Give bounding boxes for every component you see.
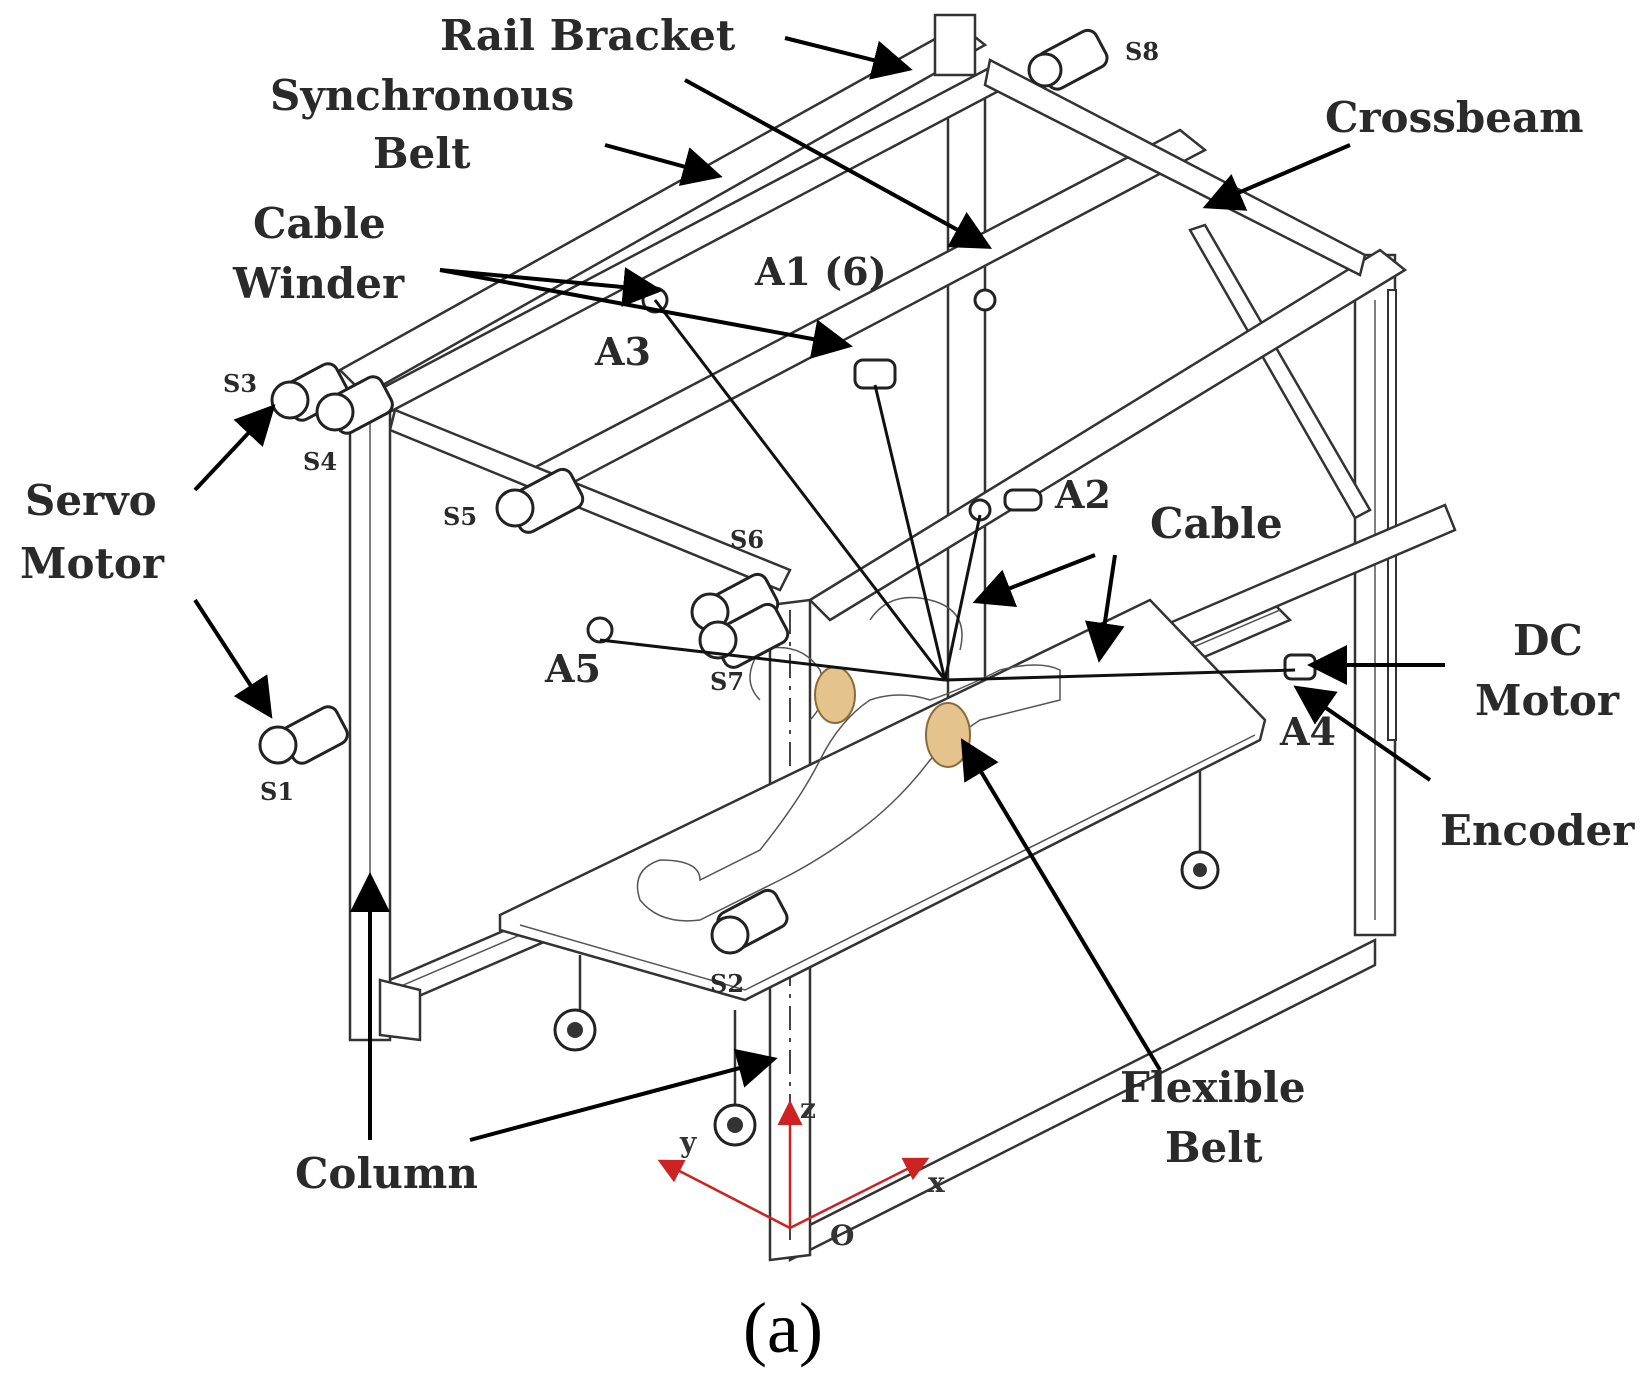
label-encoder: Encoder [1440, 806, 1635, 855]
label-a1: A1 (6) [754, 249, 887, 294]
label-cable-winder-2: Winder [232, 259, 405, 308]
annotation-arrows [193, 36, 1445, 1142]
label-a2: A2 [1054, 472, 1111, 517]
label-column: Column [295, 1149, 478, 1198]
y-axis [657, 1159, 791, 1230]
label-servo-motor-2: Motor [20, 539, 165, 588]
x-axis [789, 1157, 930, 1230]
coordinate-axes [657, 1100, 930, 1230]
label-synchronous-belt-1: Synchronous [270, 71, 574, 120]
servo-motor-s4 [315, 375, 394, 435]
label-s7: S7 [710, 667, 744, 696]
label-cable: Cable [1150, 499, 1283, 548]
servo-motor-s8 [1027, 28, 1109, 91]
label-dc-motor-1: DC [1513, 616, 1583, 665]
label-a4: A4 [1279, 709, 1336, 754]
labels: Rail Bracket Synchronous Belt Crossbeam … [20, 11, 1635, 1252]
bed [498, 598, 1267, 1147]
label-axis-x: x [928, 1166, 945, 1199]
servo-motor-s3 [270, 362, 349, 422]
label-servo-motor-1: Servo [25, 476, 157, 525]
label-s2: S2 [710, 969, 744, 998]
crossbeams [388, 58, 1457, 817]
back-right-column [1353, 253, 1397, 937]
label-rail-bracket: Rail Bracket [440, 11, 736, 60]
cables [599, 299, 1296, 682]
label-crossbeam: Crossbeam [1325, 93, 1584, 142]
label-flexible-belt-2: Belt [1165, 1123, 1263, 1172]
cable-winders [586, 286, 1317, 681]
label-axis-y: y [679, 1126, 697, 1159]
figure-caption: (a) [743, 1288, 823, 1368]
label-axis-z: z [800, 1092, 816, 1125]
brace [1188, 223, 1372, 520]
label-s3: S3 [223, 369, 257, 398]
label-s8: S8 [1125, 37, 1159, 66]
label-flexible-belt-1: Flexible [1120, 1063, 1306, 1112]
servo-motor-s5 [495, 467, 585, 534]
top-back-rail [337, 13, 1012, 427]
label-a3: A3 [594, 329, 651, 374]
label-s6: S6 [730, 525, 764, 554]
servo-motors [258, 28, 1109, 955]
label-s1: S1 [260, 777, 294, 806]
label-s4: S4 [303, 447, 337, 476]
label-a5: A5 [544, 646, 601, 691]
servo-motor-s2 [710, 888, 789, 955]
servo-motor-s7 [698, 602, 790, 669]
label-cable-winder-1: Cable [253, 199, 386, 248]
label-synchronous-belt-2: Belt [373, 129, 471, 178]
front-left-column [348, 408, 422, 1042]
servo-motor-s1 [258, 705, 349, 765]
label-dc-motor-2: Motor [1475, 676, 1620, 725]
label-s5: S5 [443, 502, 477, 531]
label-origin: O [830, 1219, 854, 1252]
